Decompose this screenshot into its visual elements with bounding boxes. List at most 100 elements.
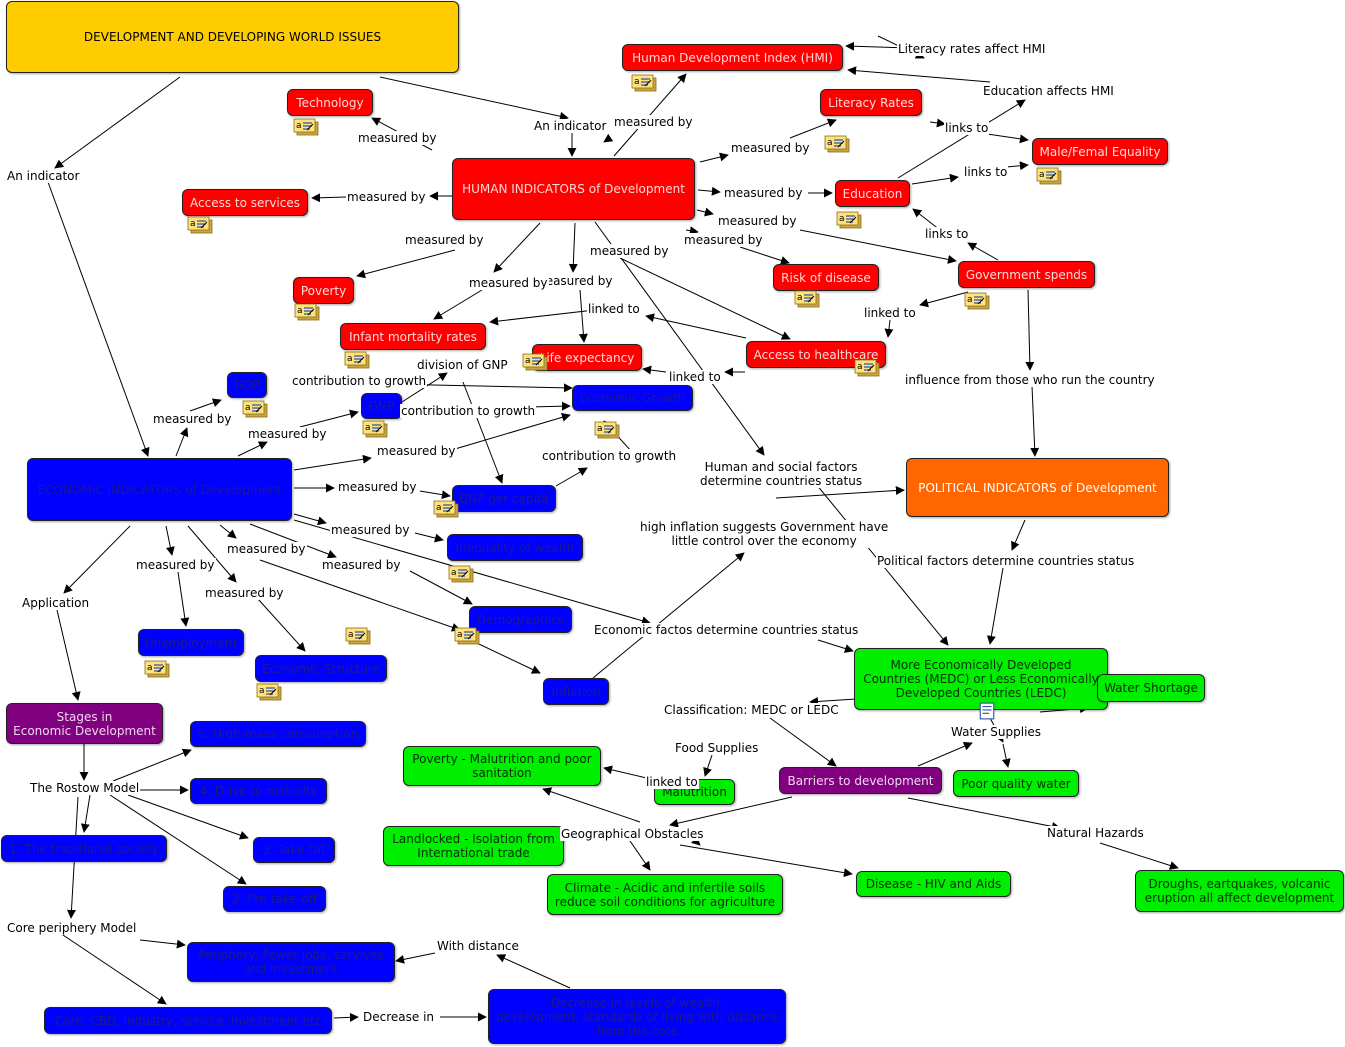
resource-note-icon[interactable]: a <box>823 135 851 153</box>
connector-arrow <box>414 532 444 543</box>
link-measured-by: measured by <box>730 141 811 155</box>
connector-arrow <box>685 226 699 236</box>
connector-arrow <box>847 66 991 83</box>
connector-arrow <box>907 797 1061 831</box>
link-natural-hazards: Natural Hazards <box>1046 826 1145 840</box>
resource-note-icon[interactable]: a <box>447 565 475 583</box>
link-links-to: links to <box>924 227 970 241</box>
drive-to-maturity-node[interactable]: 4. Drive to maturity <box>190 778 327 804</box>
link-measured-by: measured by <box>723 186 804 200</box>
medc-ledc-node[interactable]: More Economically Developed Countries (M… <box>854 648 1108 710</box>
connector-arrow <box>627 837 651 871</box>
link-contribution-to-growth: contribution to growth <box>400 404 537 418</box>
resource-note-icon[interactable]: a <box>186 216 214 234</box>
document-icon[interactable] <box>973 702 1001 720</box>
demographics-node[interactable]: Demographics <box>469 606 572 633</box>
connector-arrow <box>699 152 729 163</box>
connector-arrow <box>817 639 854 653</box>
stages-economic-development-node[interactable]: Stages in Economic Development <box>6 703 163 744</box>
climate-node[interactable]: Climate - Acidic and infertile soils red… <box>547 874 783 915</box>
hmi-node[interactable]: Human Development Index (HMI) <box>622 44 843 71</box>
connector-arrow <box>219 524 237 539</box>
landlocked-node[interactable]: Landlocked - Isolation from Internationa… <box>383 826 564 866</box>
resource-note-icon[interactable]: a <box>432 500 460 518</box>
resource-note-icon[interactable]: a <box>343 351 371 369</box>
resource-note-icon[interactable]: a <box>853 359 881 377</box>
unemployment-node[interactable]: Unemployment <box>138 629 244 656</box>
education-node[interactable]: Education <box>835 180 910 207</box>
resource-note-icon[interactable]: a <box>1035 167 1063 185</box>
government-spends-node[interactable]: Government spends <box>958 261 1095 288</box>
human-indicators-node[interactable]: HUMAN INDICATORS of Development <box>452 158 695 220</box>
resource-note-icon[interactable]: a <box>793 290 821 308</box>
connector-arrow <box>578 289 588 343</box>
connector-arrow <box>433 289 483 320</box>
resource-note-icon[interactable]: a <box>521 353 549 371</box>
natural-disasters-node[interactable]: Droughs, eartquakes, volcanic eruption a… <box>1135 870 1344 912</box>
link-economic-factors: Economic factos determine countries stat… <box>593 623 860 637</box>
poverty-malnutrition-node[interactable]: Poverty - Malutrition and poor sanitatio… <box>403 746 601 786</box>
link-measured-by: measured by <box>247 427 328 441</box>
link-measured-by: measured by <box>226 542 307 556</box>
barriers-to-development-node[interactable]: Barriers to development <box>779 767 942 794</box>
male-female-equality-node[interactable]: Male/Femal Equality <box>1032 138 1168 165</box>
technology-node[interactable]: Technology <box>287 89 373 116</box>
resource-note-icon[interactable]: a <box>255 683 283 701</box>
link-linked-to: linked to <box>645 775 699 789</box>
gdp-node[interactable]: GDP <box>227 372 267 398</box>
infant-mortality-node[interactable]: Infant mortality rates <box>340 323 486 350</box>
resource-note-icon[interactable]: a <box>630 74 658 92</box>
resource-note-icon[interactable]: a <box>963 292 991 310</box>
core-node[interactable]: Core: CBD, industry, service, investment… <box>44 1007 332 1034</box>
political-indicators-node[interactable]: POLITICAL INDICATORS of Development <box>906 458 1169 517</box>
resource-note-icon[interactable]: a <box>293 303 321 321</box>
link-measured-by: measured by <box>589 244 670 258</box>
resource-note-icon[interactable]: a <box>835 211 863 229</box>
gnp-per-capita-node[interactable]: GNP per capita <box>452 485 556 512</box>
svg-text:a: a <box>451 568 457 578</box>
resource-note-icon[interactable]: a <box>344 627 372 645</box>
resource-note-icon[interactable]: a <box>453 627 481 645</box>
pre-take-off-node[interactable]: 2. Pre-take-off <box>223 886 326 912</box>
resource-note-icon[interactable]: a <box>143 660 171 678</box>
decrease-levels-node[interactable]: Decrease in levels of wealth, developmen… <box>488 989 786 1044</box>
access-to-services-node[interactable]: Access to services <box>182 189 308 216</box>
take-off-node[interactable]: 3. Take Off <box>253 837 335 863</box>
connector-arrow <box>395 952 436 964</box>
link-food-supplies: Food Supplies <box>674 741 760 755</box>
svg-text:a: a <box>436 503 442 513</box>
high-mass-consumption-node[interactable]: 5. High-mass consumption <box>190 721 366 747</box>
poverty-node[interactable]: Poverty <box>293 277 354 304</box>
periphery-node[interactable]: Periphery: Fewer jobs, servives and inve… <box>187 942 395 982</box>
resource-note-icon[interactable]: a <box>292 118 320 136</box>
connector-arrow <box>257 598 306 652</box>
poor-quality-water-node[interactable]: Poor quality water <box>953 770 1079 797</box>
resource-note-icon[interactable]: a <box>593 421 621 439</box>
gnp-node[interactable]: GNP <box>361 393 402 419</box>
link-decrease-in: Decrease in <box>362 1010 436 1024</box>
inequality-of-wealth-node[interactable]: Inequality of wealth <box>447 534 583 561</box>
title-node[interactable]: DEVELOPMENT AND DEVELOPING WORLD ISSUES <box>6 1 459 73</box>
connector-arrow <box>912 208 941 231</box>
connector-arrow <box>917 742 973 767</box>
connector-arrow <box>259 559 461 632</box>
connector-arrow <box>419 490 451 500</box>
disease-hiv-node[interactable]: Disease - HIV and Aids <box>856 871 1011 897</box>
connector-arrow <box>454 412 571 450</box>
connector-arrow <box>127 794 249 840</box>
resource-note-icon[interactable]: a <box>241 400 269 418</box>
traditional-society-node[interactable]: 1. The traditional society <box>1 835 167 862</box>
economic-growth-node[interactable]: Economic Growth <box>572 385 693 411</box>
risk-of-disease-node[interactable]: Risk of disease <box>773 264 879 291</box>
literacy-rates-node[interactable]: Literacy Rates <box>820 89 922 116</box>
link-classification: Classification: MEDC or LEDC <box>663 703 840 717</box>
water-shortage-node[interactable]: Water Shortage <box>1097 674 1205 702</box>
economic-indicators-node[interactable]: ECONOMIC INDICATORS of Development <box>27 458 292 521</box>
link-linked-to: linked to <box>863 306 917 320</box>
svg-text:a: a <box>245 403 251 413</box>
connector-arrow <box>175 427 189 457</box>
economic-structure-node[interactable]: Economic Structure <box>255 655 387 682</box>
resource-note-icon[interactable]: a <box>361 420 389 438</box>
inflation-node[interactable]: Inflation <box>543 678 609 705</box>
connector-arrow <box>187 525 237 583</box>
